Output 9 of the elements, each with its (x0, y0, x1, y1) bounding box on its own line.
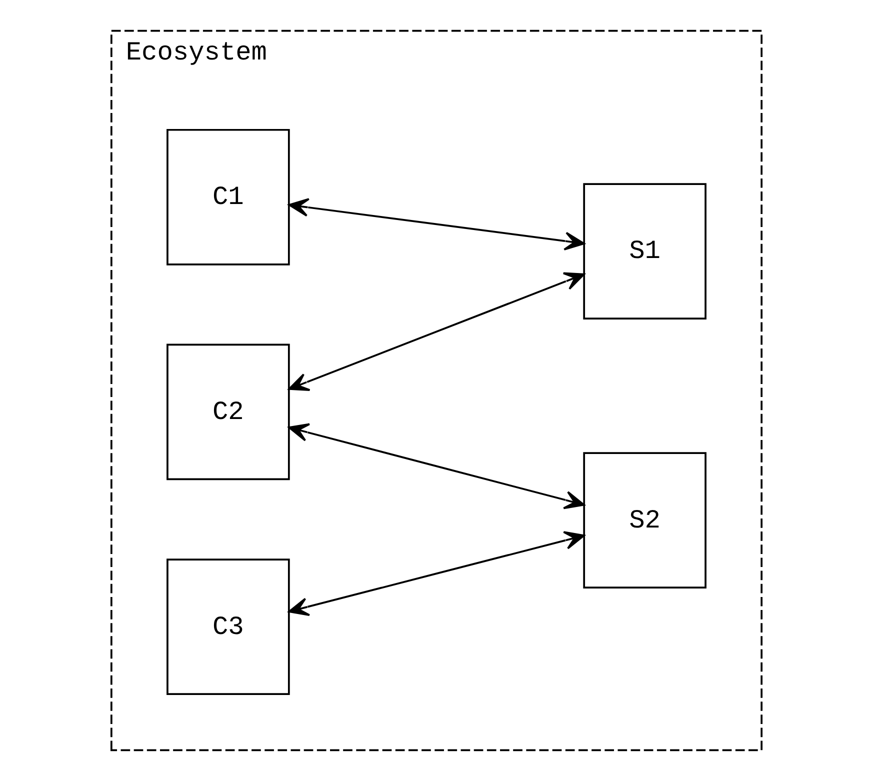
node-box: C3 (166, 558, 290, 696)
arrow (288, 272, 585, 391)
node-box: S2 (583, 452, 706, 589)
node-box: S1 (583, 183, 706, 320)
node-box: C2 (166, 344, 290, 480)
node-box: C1 (166, 128, 290, 266)
arrow (288, 423, 585, 510)
arrow (288, 531, 585, 616)
arrow (288, 198, 585, 250)
